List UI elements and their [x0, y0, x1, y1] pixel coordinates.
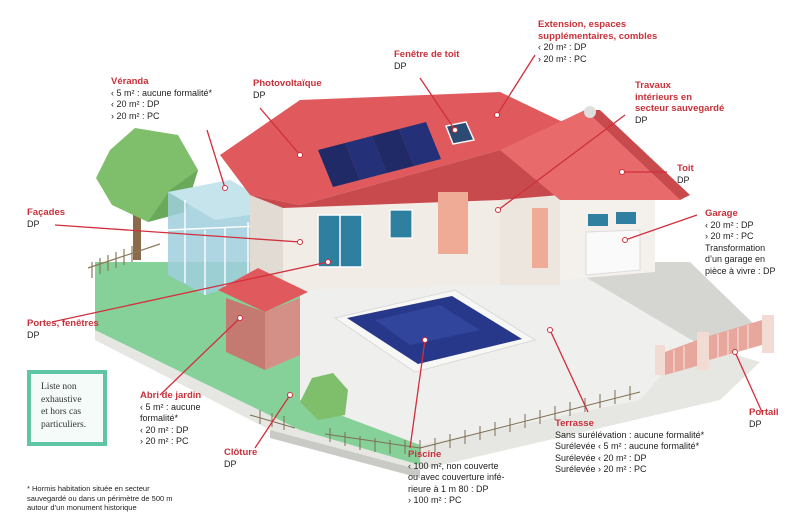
label-cloture-title: Clôture — [224, 447, 258, 458]
label-line: › 20 m² : PC — [140, 436, 189, 446]
non-exhaustive-note: Liste non exhaustive et hors cas particu… — [27, 370, 107, 446]
fence-left — [87, 243, 161, 278]
label-line: Transformation — [705, 242, 766, 253]
label-portail-title: Portail — [749, 407, 779, 418]
label-portes-title: Portes, fenêtres — [27, 318, 99, 329]
label-extension-title: Extension, espaces — [538, 19, 627, 30]
label-facades: Façades DP — [27, 207, 65, 230]
wing-wall — [500, 195, 560, 285]
note-line: exhaustive — [41, 394, 82, 405]
label-line: ‹ 20 m² : DP — [705, 219, 754, 230]
shed-roof — [218, 268, 308, 312]
garage-door — [585, 229, 641, 276]
label-terrasse-title: Terrasse — [555, 418, 594, 429]
label-line: › 20 m² : PC — [705, 231, 754, 241]
house-side-wall — [250, 195, 283, 290]
label-abri-jardin: Abri de jardin ‹ 5 m² : aucune formalité… — [140, 390, 201, 448]
label-travaux-title: secteur sauvegardé — [635, 103, 725, 114]
label-abri-title: Abri de jardin — [140, 390, 202, 401]
main-roof-front — [250, 150, 560, 208]
garage-roof — [500, 110, 680, 200]
label-fenetre-toit-title: Fenêtre de toit — [394, 49, 460, 60]
label-line: DP — [27, 218, 40, 229]
wing-door — [532, 208, 548, 268]
fence-front — [249, 386, 641, 454]
label-line: DP — [394, 60, 407, 71]
footnote-line: autour d’un monument historique — [27, 503, 137, 512]
label-line: Surélevée › 20 m² : PC — [555, 464, 647, 474]
label-travaux-title: intérieurs en — [635, 91, 693, 103]
small-window — [389, 209, 413, 239]
label-toit-title: Toit — [677, 163, 694, 174]
shed-front — [265, 298, 300, 370]
bush — [300, 373, 348, 420]
label-line: pièce à vivre : DP — [705, 265, 776, 276]
label-line: › 20 m² : PC — [111, 110, 160, 121]
satellite-dish — [584, 106, 596, 118]
label-photovoltaique: Photovoltaïque DP — [253, 78, 322, 101]
label-line: ou avec couverture infé- — [408, 472, 505, 482]
label-line: DP — [224, 458, 237, 469]
label-line: rieure à 1 m 80 : DP — [408, 483, 489, 494]
solar-panels — [318, 122, 441, 187]
label-cloture: Clôture DP — [224, 447, 257, 470]
tree-trunk — [133, 205, 141, 260]
label-facades-title: Façades — [27, 207, 66, 218]
label-line: Sans surélévation : aucune formalité* — [555, 429, 705, 440]
label-veranda-title: Véranda — [111, 76, 149, 87]
label-line: ‹ 5 m² : aucune formalité* — [111, 87, 213, 98]
leader-dots — [222, 112, 738, 398]
label-line: d’un garage en — [705, 254, 766, 264]
label-line: DP — [677, 174, 690, 185]
footnote-line: * Hormis habitation située en secteur — [27, 484, 150, 493]
label-fenetre-toit: Fenêtre de toit DP — [394, 49, 459, 72]
label-line: › 100 m² : PC — [408, 495, 462, 505]
garage-window-2 — [616, 212, 636, 224]
note-line: particuliers. — [41, 419, 87, 430]
label-terrasse: Terrasse Sans surélévation : aucune form… — [555, 418, 704, 476]
footnote: * Hormis habitation située en secteur sa… — [27, 484, 173, 513]
label-line: formalité* — [140, 413, 179, 423]
label-line: ‹ 20 m² : DP — [538, 42, 587, 52]
label-line: › 20 m² : PC — [538, 53, 587, 64]
label-line: DP — [749, 418, 762, 429]
note-line: Liste non — [41, 382, 77, 392]
pool-highlight — [375, 305, 480, 345]
label-travaux-title: Travaux — [635, 80, 671, 91]
label-extension: Extension, espaces supplémentaires, comb… — [538, 19, 657, 65]
label-extension-title: supplémentaires, combles — [538, 30, 658, 42]
label-piscine: Piscine ‹ 100 m², non couverte ou avec c… — [408, 449, 505, 507]
label-toit: Toit DP — [677, 163, 694, 186]
shed-side — [226, 298, 265, 370]
label-garage-title: Garage — [705, 208, 738, 219]
label-line: DP — [253, 89, 266, 100]
label-travaux: Travaux intérieurs en secteur sauvegardé… — [635, 80, 724, 126]
label-line: Surélevée ‹ 20 m² : DP — [555, 452, 647, 463]
leader-lines — [51, 54, 763, 449]
ground-edge — [270, 430, 420, 478]
label-line: DP — [27, 329, 40, 340]
front-door — [438, 192, 468, 254]
footnote-line: sauvegardé ou dans un périmètre de 500 m — [27, 493, 173, 503]
label-photovoltaique-title: Photovoltaïque — [253, 78, 322, 89]
gate-structure — [655, 315, 774, 375]
label-veranda: Véranda ‹ 5 m² : aucune formalité* ‹ 20 … — [111, 76, 212, 122]
label-piscine-title: Piscine — [408, 449, 442, 460]
label-portes-fenetres: Portes, fenêtres DP — [27, 318, 99, 341]
label-line: ‹ 5 m² : aucune — [140, 401, 201, 412]
note-line: et hors cas — [41, 407, 82, 417]
label-portail: Portail DP — [749, 407, 779, 430]
label-line: ‹ 20 m² : DP — [111, 99, 160, 109]
driveway — [560, 262, 760, 345]
label-line: DP — [635, 114, 648, 125]
garage-roof-side — [585, 110, 690, 200]
label-garage: Garage ‹ 20 m² : DP › 20 m² : PC Transfo… — [705, 208, 776, 277]
label-line: Surélevée ‹ 5 m² : aucune formalité* — [555, 441, 700, 451]
label-line: ‹ 100 m², non couverte — [408, 460, 499, 471]
garage-window — [588, 214, 608, 226]
label-line: ‹ 20 m² : DP — [140, 424, 189, 435]
